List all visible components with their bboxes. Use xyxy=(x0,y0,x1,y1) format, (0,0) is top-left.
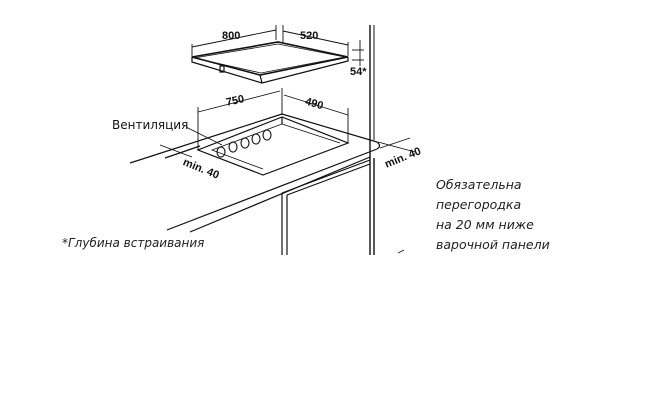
ventilation-label: Вентиляция xyxy=(112,118,189,132)
cabinet xyxy=(281,25,405,255)
partition-note: Обязательна перегородка на 20 мм ниже ва… xyxy=(436,175,550,255)
partition-note-line: перегородка xyxy=(436,197,522,212)
countertop xyxy=(129,113,381,233)
depth-note: *Глубина встраивания xyxy=(62,236,205,250)
partition-note-line: Обязательна xyxy=(436,177,522,192)
hob-width-label: 800 xyxy=(222,30,241,42)
partition-note-line: варочной панели xyxy=(436,237,550,252)
cutout-dimension-lines xyxy=(159,90,416,158)
hob-height-label: 54* xyxy=(350,66,367,78)
hob-depth-label: 520 xyxy=(300,30,319,42)
cutout xyxy=(196,116,350,176)
hob-dimension-lines xyxy=(191,25,364,115)
partition-note-line: на 20 мм ниже xyxy=(436,217,534,232)
hob xyxy=(191,41,349,84)
ventilation-holes xyxy=(185,126,272,158)
